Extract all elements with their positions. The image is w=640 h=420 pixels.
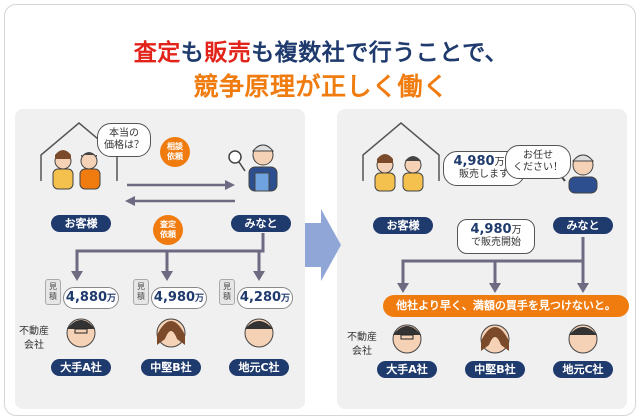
agent-bubble-line-1: お任せ — [523, 150, 553, 161]
tag-consult: 相談 依頼 — [160, 137, 190, 167]
tag-assess-line-2: 依頼 — [160, 230, 176, 239]
left-company-c-label: 地元C社 — [229, 359, 289, 376]
left-customer-label: お客様 — [51, 215, 111, 232]
competition-banner: 他社より早く、満額の買手を見つけないと。 — [383, 295, 629, 317]
diagram-drawing — [40, 122, 598, 354]
right-fudosan-line-2: 会社 — [352, 346, 372, 357]
left-company-c-icon — [244, 318, 274, 348]
quote-c-unit: 万 — [281, 294, 291, 304]
headline-line-2: 競争原理が正しく働く — [193, 72, 449, 101]
right-company-b-label: 中堅B社 — [465, 361, 525, 378]
right-fudosan-label: 不動産 会社 — [347, 331, 377, 359]
left-company-a-icon — [66, 318, 96, 348]
mitsumori-label-a: 見積 — [45, 279, 61, 305]
right-company-a-icon — [392, 324, 422, 354]
tag-consult-line-1: 相談 — [167, 142, 183, 151]
agent-bubble-line-2: ください！ — [513, 162, 563, 173]
left-fudosan-line-1: 不動産 — [19, 326, 49, 337]
left-company-b-label: 中堅B社 — [141, 359, 201, 376]
tag-consult-line-2: 依頼 — [167, 152, 183, 161]
infographic-frame: 査定も販売も複数社で行うことで、 競争原理が正しく働く — [4, 4, 636, 416]
headline-red-assess: 査定 — [133, 40, 181, 66]
headline-text-a: も — [180, 40, 205, 66]
left-company-b-icon — [156, 318, 186, 348]
left-fudosan-label: 不動産 会社 — [19, 325, 49, 353]
mitsumori-label-c: 見積 — [219, 279, 235, 305]
right-bubble-line-2: 販売します — [459, 169, 509, 180]
center-price: 4,980 — [470, 222, 512, 237]
tree-line-left — [75, 233, 265, 275]
quote-a: 4,880万 — [63, 287, 119, 309]
right-company-b-icon — [480, 324, 510, 354]
quote-b-unit: 万 — [195, 294, 205, 304]
right-fudosan-line-1: 不動産 — [347, 332, 377, 343]
left-agent-label: みなと — [231, 215, 291, 232]
quote-b: 4,980万 — [151, 287, 207, 309]
tag-assess: 査定 依頼 — [153, 215, 183, 245]
headline-line-1: 査定も販売も複数社で行うことで、 — [5, 33, 635, 67]
left-company-a-label: 大手A社 — [51, 359, 111, 376]
headline-text-b: も複数社で行うことで、 — [251, 40, 509, 66]
quote-b-value: 4,980 — [153, 290, 196, 305]
right-center-bubble: 4,980万 で販売開始 — [457, 219, 535, 254]
left-agent-icon — [228, 144, 278, 192]
right-customer-label: お客様 — [373, 217, 433, 234]
right-agent-icon — [556, 154, 598, 194]
left-house-icon — [40, 122, 118, 190]
quote-a-value: 4,880 — [65, 290, 108, 305]
tag-assess-line-1: 査定 — [160, 220, 176, 229]
bubble-line-1: 本当の — [109, 128, 139, 139]
left-customer-bubble: 本当の 価格は？ — [97, 123, 151, 157]
transition-arrow — [305, 209, 341, 281]
right-bubble-price: 4,980 — [453, 154, 495, 169]
right-tree-line — [401, 237, 585, 287]
center-unit: 万 — [511, 225, 522, 236]
mitsumori-label-b: 見積 — [133, 279, 149, 305]
right-company-c-label: 地元C社 — [553, 361, 613, 378]
center-line-2: で販売開始 — [471, 237, 521, 248]
right-agent-label: みなと — [553, 217, 613, 234]
right-company-a-label: 大手A社 — [377, 361, 437, 378]
right-bubble-unit: 万で — [495, 157, 515, 168]
quote-a-unit: 万 — [107, 294, 117, 304]
headline-red-sales: 販売 — [204, 40, 252, 66]
right-agent-bubble: お任せ ください！ — [505, 145, 571, 179]
right-house-icon — [362, 122, 440, 192]
right-company-c-icon — [568, 324, 598, 354]
quote-c: 4,280万 — [237, 287, 293, 309]
left-fudosan-line-2: 会社 — [24, 340, 44, 351]
bubble-line-2: 価格は？ — [104, 140, 144, 151]
quote-c-value: 4,280 — [239, 290, 282, 305]
